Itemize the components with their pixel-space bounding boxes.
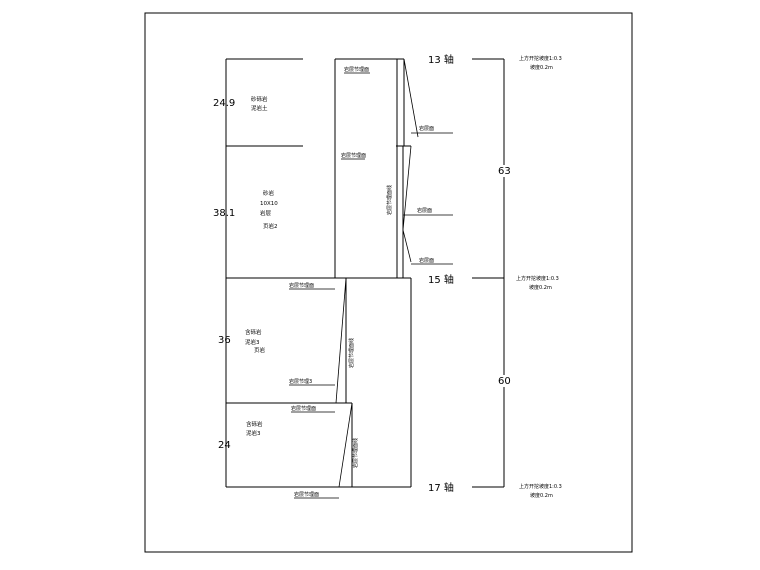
- note-l2-line2: 10X10: [260, 201, 278, 207]
- center-vertical-note-2: 岩层节理面线: [348, 338, 355, 368]
- center-note-5: 岩层节理3: [289, 378, 312, 385]
- right-dim-2: 60: [498, 376, 511, 387]
- left-dim-1: 24.9: [213, 98, 235, 109]
- left-dimension-column: 24.9 38.1 36 24 砂砾岩 泥岩土 砂岩 10X10 岩层 页岩2 …: [213, 58, 335, 488]
- excavation-section: [334, 58, 419, 488]
- axis-label-13: 13 轴: [428, 53, 454, 66]
- axis-label-15: 15 轴: [428, 273, 454, 286]
- note-l3-line2: 泥岩3: [245, 338, 260, 346]
- center-annotations: 岩层节理面 岩层节理面 岩层节理面 岩层节理3 岩层节理面 岩层节理面 岩层节理…: [289, 66, 393, 499]
- center-note-2: 岩层节理面: [341, 152, 366, 159]
- axis-labels: 13 轴 15 轴 17 轴: [428, 53, 454, 494]
- right-note-3-line1: 上方开挖坡度1:0.3: [519, 483, 562, 490]
- side-annotations: 岩层面 岩层面 岩层面: [403, 125, 453, 265]
- center-vertical-note-1: 岩层节理面线: [386, 185, 393, 215]
- left-dim-4: 24: [218, 440, 231, 451]
- axis-label-17: 17 轴: [428, 481, 454, 494]
- right-dim-1: 63: [498, 166, 511, 177]
- note-l1-line1: 砂砾岩: [251, 95, 268, 103]
- right-note-1-line2: 坡度0.2m: [530, 64, 553, 71]
- center-note-7: 岩层节理面: [294, 491, 319, 498]
- center-note-6: 岩层节理面: [291, 405, 316, 412]
- note-l2-line4: 页岩2: [263, 222, 278, 230]
- center-vertical-note-3: 岩层节理面线: [352, 438, 359, 468]
- note-l4-line1: 含砾岩: [246, 420, 263, 428]
- right-note-2-line1: 上方开挖坡度1:0.3: [516, 275, 559, 282]
- drawing-frame: [144, 12, 633, 553]
- right-note-3-line2: 坡度0.2m: [530, 492, 553, 499]
- note-l4-line2: 泥岩3: [246, 429, 261, 437]
- center-note-1: 岩层节理面: [344, 66, 369, 73]
- note-l3-line1: 含砾岩: [245, 328, 262, 336]
- left-dim-3: 36: [218, 335, 231, 346]
- side-note-1: 岩层面: [419, 125, 434, 132]
- note-l3-line3: 页岩: [254, 346, 266, 354]
- left-dim-2: 38.1: [213, 208, 235, 219]
- right-dimension-column: 63 60 上方开挖坡度1:0.3 坡度0.2m 上方开挖坡度1:0.3 坡度0…: [472, 55, 562, 499]
- note-l1-line2: 泥岩土: [251, 104, 268, 112]
- right-note-1-line1: 上方开挖坡度1:0.3: [519, 55, 562, 62]
- side-note-3: 岩层面: [419, 257, 434, 264]
- note-l2-line1: 砂岩: [263, 189, 275, 197]
- note-l2-line3: 岩层: [260, 209, 272, 217]
- side-note-2: 岩层面: [417, 207, 432, 214]
- center-note-3: 岩层节理面: [289, 282, 314, 289]
- right-note-2-line2: 坡度0.2m: [529, 284, 552, 291]
